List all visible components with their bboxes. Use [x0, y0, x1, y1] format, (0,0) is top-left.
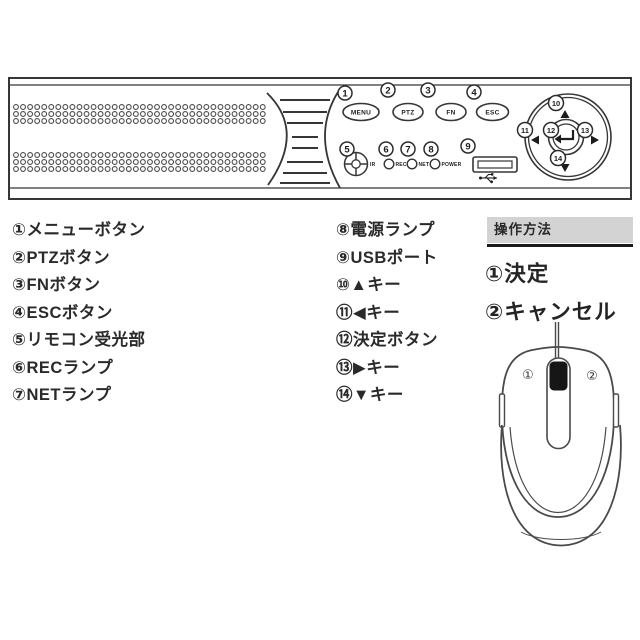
mouse-skirt — [500, 424, 622, 547]
svg-text:12: 12 — [547, 126, 555, 135]
svg-text:5: 5 — [344, 144, 350, 155]
operation-header-underline — [487, 244, 633, 247]
legend-item-7: ⑦NETランプ — [12, 386, 112, 404]
mouse-right-grip — [612, 393, 620, 428]
vent-holes — [13, 104, 266, 172]
legend-item-1: ①メニューボタン — [12, 221, 146, 239]
callout-6: 6 — [378, 141, 394, 157]
callout-13: 13 — [576, 121, 594, 139]
mouse-scroll-wheel — [549, 361, 568, 391]
ptz-button: PTZ — [392, 102, 424, 122]
callout-5: 5 — [339, 141, 355, 157]
callout-1: 1 — [337, 85, 353, 101]
nav-pad — [524, 93, 612, 181]
right-triangle-icon — [591, 135, 599, 145]
svg-text:ESC: ESC — [485, 110, 499, 117]
legend-item-5: ⑤リモコン受光部 — [12, 331, 146, 349]
enter-arrow-icon — [554, 130, 575, 144]
svg-text:4: 4 — [471, 87, 477, 98]
svg-text:8: 8 — [428, 144, 433, 155]
callout-2: 2 — [380, 82, 396, 98]
callout-7: 7 — [400, 141, 416, 157]
operation-item-cancel: ②キャンセル — [485, 300, 617, 324]
svg-text:9: 9 — [465, 141, 470, 152]
svg-text:10: 10 — [552, 99, 560, 108]
down-triangle-icon — [560, 164, 570, 172]
mouse-body-accent — [509, 426, 607, 514]
callout-3: 3 — [420, 82, 436, 98]
up-triangle-icon — [560, 110, 570, 118]
svg-text:IR: IR — [370, 162, 376, 168]
mouse-left-button-label: ① — [522, 368, 534, 383]
svg-text:POWER: POWER — [442, 162, 462, 168]
legend-item-14: ⑭▼キー — [336, 386, 404, 404]
svg-text:PTZ: PTZ — [401, 110, 414, 117]
legend-item-3: ③FNボタン — [12, 276, 101, 294]
mouse-illustration: ① ② — [498, 322, 622, 547]
callout-4: 4 — [466, 84, 482, 100]
operation-item-confirm: ①決定 — [485, 262, 550, 286]
esc-button: ESC — [475, 102, 510, 122]
legend-item-10: ⑩▲キー — [336, 276, 402, 294]
usb-port — [472, 156, 518, 173]
legend-column-right: ⑧電源ランプ ⑨USBポート ⑩▲キー ⑪◀キー ⑫決定ボタン ⑬▶キー ⑭▼キ… — [336, 217, 438, 410]
legend-item-13: ⑬▶キー — [336, 358, 401, 377]
svg-text:11: 11 — [521, 126, 529, 135]
legend-item-4: ④ESCボタン — [12, 303, 113, 322]
legend-column-left: ①メニューボタン ②PTZボタン ③FNボタン ④ESCボタン ⑤リモコン受光部… — [12, 217, 145, 410]
ir-receiver: IR — [343, 151, 376, 177]
center-vent-decoration — [266, 91, 341, 189]
mouse-left-grip — [498, 393, 506, 428]
left-triangle-icon — [531, 135, 539, 145]
usb-icon — [479, 173, 497, 184]
mouse-cable — [554, 322, 560, 359]
power-led: POWER — [429, 158, 462, 170]
svg-text:14: 14 — [554, 154, 563, 163]
callout-12: 12 — [542, 121, 560, 139]
callout-11: 11 — [516, 121, 534, 139]
legend-item-8: ⑧電源ランプ — [336, 221, 435, 239]
legend-item-11: ⑪◀キー — [336, 303, 401, 322]
mouse-skirt-accent — [520, 531, 602, 540]
svg-text:2: 2 — [385, 85, 390, 96]
callout-10: 10 — [547, 94, 565, 112]
callout-14: 14 — [549, 149, 567, 167]
front-panel-diagram: MENU PTZ FN ESC IR REC — [8, 77, 632, 200]
panel-outline — [8, 77, 632, 200]
menu-button: MENU — [342, 102, 380, 122]
svg-text:REC: REC — [396, 162, 407, 168]
svg-text:3: 3 — [425, 85, 430, 96]
svg-text:1: 1 — [342, 88, 348, 99]
svg-text:MENU: MENU — [351, 110, 371, 117]
svg-text:NET: NET — [419, 162, 430, 168]
legend-item-9: ⑨USBポート — [336, 248, 438, 267]
callout-9: 9 — [460, 138, 476, 154]
legend-item-12: ⑫決定ボタン — [336, 331, 438, 349]
legend-item-2: ②PTZボタン — [12, 248, 111, 267]
rec-led: REC — [383, 158, 407, 170]
svg-text:13: 13 — [581, 126, 589, 135]
callout-8: 8 — [423, 141, 439, 157]
fn-button: FN — [435, 102, 467, 122]
net-led: NET — [406, 158, 430, 170]
svg-text:FN: FN — [446, 110, 455, 117]
svg-text:6: 6 — [383, 144, 388, 155]
legend-item-6: ⑥RECランプ — [12, 358, 114, 377]
mouse-right-button-label: ② — [586, 369, 598, 384]
svg-text:7: 7 — [405, 144, 410, 155]
operation-method-header: 操作方法 — [487, 217, 633, 243]
